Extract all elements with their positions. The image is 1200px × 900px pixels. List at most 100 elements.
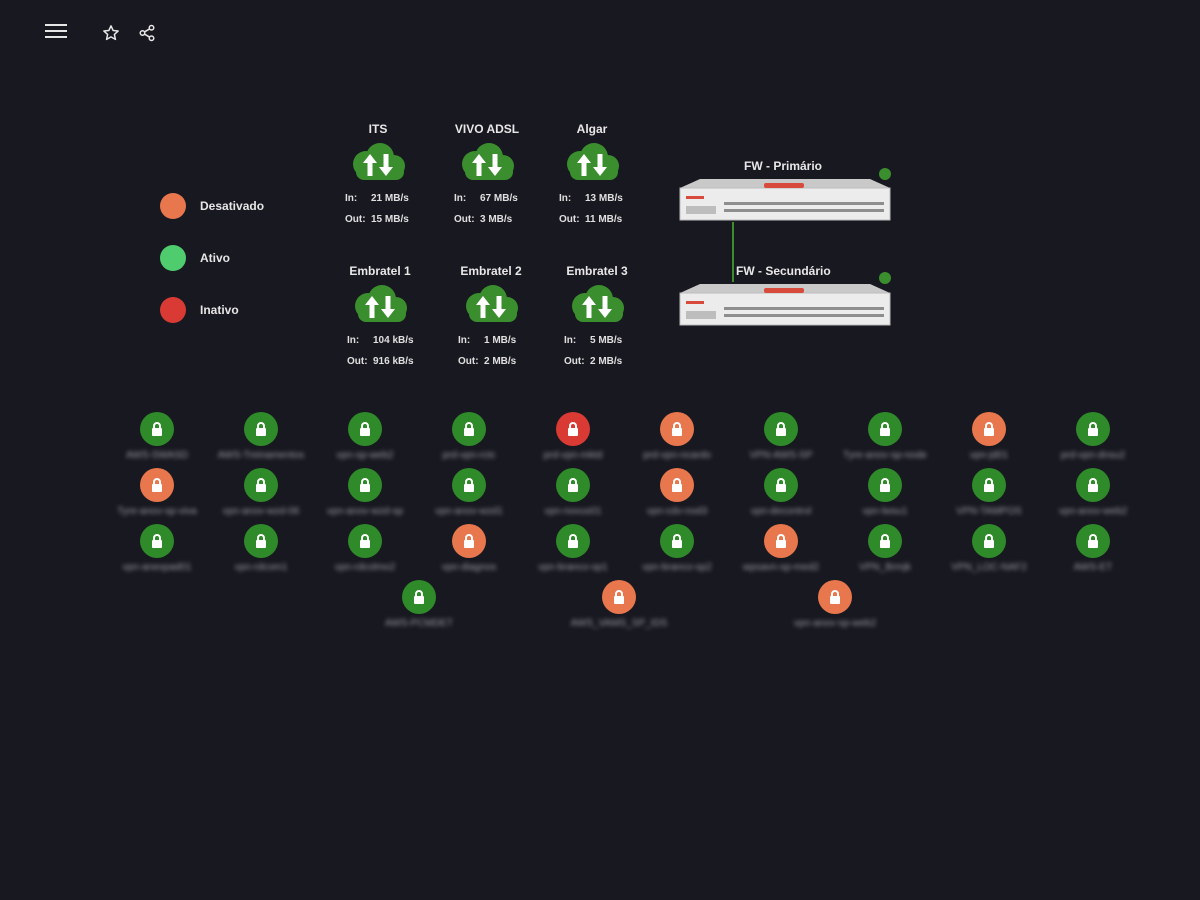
out-label: Out:: [559, 214, 580, 225]
star-icon[interactable]: [100, 22, 122, 44]
vpn-tunnel-item[interactable]: vpn-rdcolmo2: [313, 524, 417, 573]
fw-secondary-status-led: [879, 272, 891, 284]
vpn-tunnel-item[interactable]: vpn-novus01: [521, 468, 625, 517]
link-card-embratel-3[interactable]: Embratel 3 In:5 MB/s Out:2 MB/s: [542, 264, 652, 372]
fw-secondary-appliance[interactable]: [678, 283, 892, 327]
vpn-tunnel-item[interactable]: vpn-anov-web2: [1041, 468, 1145, 517]
out-label: Out:: [564, 356, 585, 367]
vpn-tunnel-item[interactable]: AWS-Treinamentos: [209, 412, 313, 461]
lock-icon: [244, 468, 278, 502]
lock-icon: [140, 524, 174, 558]
link-title: Embratel 2: [460, 264, 522, 278]
vpn-tunnel-item[interactable]: vpn-diagnos: [417, 524, 521, 573]
vpn-tunnel-item[interactable]: vpn-cdv-nod3: [625, 468, 729, 517]
vpn-tunnel-item[interactable]: AWS_VAMS_SP_IDS: [567, 580, 671, 629]
lock-icon: [868, 412, 902, 446]
in-label: In:: [347, 335, 360, 346]
lock-icon: [660, 412, 694, 446]
lock-icon: [972, 524, 1006, 558]
vpn-tunnel-item[interactable]: wpsavn-sp-med2: [729, 524, 833, 573]
link-title: Algar: [576, 122, 608, 136]
vpn-tunnel-label: vpn-diagnos: [441, 562, 497, 573]
lock-icon: [868, 468, 902, 502]
vpn-tunnel-label: AWS-Treinamentos: [217, 450, 305, 461]
vpn-tunnel-item[interactable]: Tyre-anov-sp-viva: [105, 468, 209, 517]
cloud-transfer-icon: [353, 143, 405, 180]
in-label: In:: [454, 193, 467, 204]
vpn-tunnel-label: vpn-cdv-nod3: [646, 506, 708, 517]
vpn-tunnel-item[interactable]: vpn-anov-wzd1: [417, 468, 521, 517]
vpn-tunnel-label: Tyre-anov-sp-viva: [117, 506, 197, 517]
vpn-tunnel-item[interactable]: vpn-jd01: [937, 412, 1041, 461]
top-toolbar: [0, 0, 1200, 64]
vpn-tunnel-label: vpn-lwsu1: [862, 506, 908, 517]
vpn-tunnel-item[interactable]: prd-vpn-rctc: [417, 412, 521, 461]
vpn-tunnel-item[interactable]: Tyre-anov-sp-node: [833, 412, 937, 461]
lock-icon: [348, 412, 382, 446]
in-label: In:: [564, 335, 577, 346]
legend-dot: [160, 245, 186, 271]
lock-icon: [764, 524, 798, 558]
share-icon[interactable]: [136, 22, 158, 44]
vpn-tunnel-item[interactable]: VPN_Brmjk: [833, 524, 937, 573]
lock-icon: [1076, 468, 1110, 502]
lock-icon: [972, 412, 1006, 446]
cloud-transfer-icon: [572, 285, 624, 322]
vpn-tunnel-label: VPN_LOC-NAF2: [951, 562, 1027, 573]
vpn-tunnel-label: vpn-jd01: [969, 450, 1009, 461]
vpn-tunnel-item[interactable]: prd-vpn-ncardo: [625, 412, 729, 461]
out-label: Out:: [347, 356, 368, 367]
lock-icon: [402, 580, 436, 614]
vpn-tunnel-item[interactable]: vpn-sp-web2: [313, 412, 417, 461]
in-rate: 13 MB/s: [585, 193, 623, 204]
vpn-tunnel-item[interactable]: AWS-ET: [1041, 524, 1145, 573]
vpn-tunnel-item[interactable]: vpn-anov-sp-web2: [783, 580, 887, 629]
hamburger-menu-icon[interactable]: [40, 18, 72, 44]
legend-label: Desativado: [200, 199, 265, 213]
lock-icon: [452, 524, 486, 558]
vpn-tunnel-item[interactable]: VPN_LOC-NAF2: [937, 524, 1041, 573]
in-rate: 104 kB/s: [373, 335, 414, 346]
vpn-tunnel-label: prd-vpn-dnsu2: [1060, 450, 1126, 461]
out-rate: 2 MB/s: [590, 356, 623, 367]
lock-icon: [556, 468, 590, 502]
vpn-tunnel-item[interactable]: vpn-anov-wzd-sp: [313, 468, 417, 517]
vpn-tunnel-label: AWS-PCMDET: [385, 618, 453, 629]
vpn-tunnel-item[interactable]: vpn-rdcom1: [209, 524, 313, 573]
link-card-its[interactable]: ITS In:21 MB/s Out:15 MB/s: [323, 122, 433, 230]
vpn-tunnel-item[interactable]: vpn-branco-sp1: [521, 524, 625, 573]
cloud-transfer-icon: [462, 143, 514, 180]
link-card-vivo-adsl[interactable]: VIVO ADSL In:67 MB/s Out:3 MB/s: [432, 122, 542, 230]
lock-icon: [1076, 524, 1110, 558]
vpn-tunnel-item[interactable]: VPN-AWS-SP: [729, 412, 833, 461]
vpn-tunnel-item[interactable]: AWS-SWASD: [105, 412, 209, 461]
link-card-algar[interactable]: Algar In:13 MB/s Out:11 MB/s: [537, 122, 647, 230]
vpn-tunnel-item[interactable]: vpn-lwsu1: [833, 468, 937, 517]
lock-icon: [244, 524, 278, 558]
link-title: VIVO ADSL: [454, 122, 520, 136]
lock-icon: [764, 412, 798, 446]
link-title: ITS: [368, 122, 388, 136]
out-label: Out:: [458, 356, 479, 367]
fw-primary-appliance[interactable]: [678, 178, 892, 222]
cloud-transfer-icon: [355, 285, 407, 322]
vpn-tunnel-label: vpn-novus01: [544, 506, 602, 517]
legend-item-inativo: Inativo: [160, 284, 264, 336]
vpn-tunnel-item[interactable]: prd-vpn-mktd: [521, 412, 625, 461]
vpn-tunnel-item[interactable]: vpn-anov-wzd-06: [209, 468, 313, 517]
link-card-embratel-1[interactable]: Embratel 1 In:104 kB/s Out:916 kB/s: [325, 264, 435, 372]
lock-icon: [868, 524, 902, 558]
link-rates: In:67 MB/s Out:3 MB/s: [454, 188, 542, 230]
vpn-tunnel-item[interactable]: prd-vpn-dnsu2: [1041, 412, 1145, 461]
vpn-tunnel-item[interactable]: vpn-anexpad01: [105, 524, 209, 573]
vpn-tunnel-item[interactable]: vpn-decontrol: [729, 468, 833, 517]
vpn-tunnel-item[interactable]: AWS-PCMDET: [367, 580, 471, 629]
vpn-tunnel-item[interactable]: VPN-TAMPOS: [937, 468, 1041, 517]
link-rates: In:5 MB/s Out:2 MB/s: [564, 330, 652, 372]
vpn-tunnel-label: vpn-anexpad01: [122, 562, 192, 573]
link-card-embratel-2[interactable]: Embratel 2 In:1 MB/s Out:2 MB/s: [436, 264, 546, 372]
lock-icon: [140, 412, 174, 446]
vpn-tunnel-item[interactable]: vpn-branco-sp2: [625, 524, 729, 573]
link-rates: In:13 MB/s Out:11 MB/s: [559, 188, 647, 230]
link-rates: In:1 MB/s Out:2 MB/s: [458, 330, 546, 372]
